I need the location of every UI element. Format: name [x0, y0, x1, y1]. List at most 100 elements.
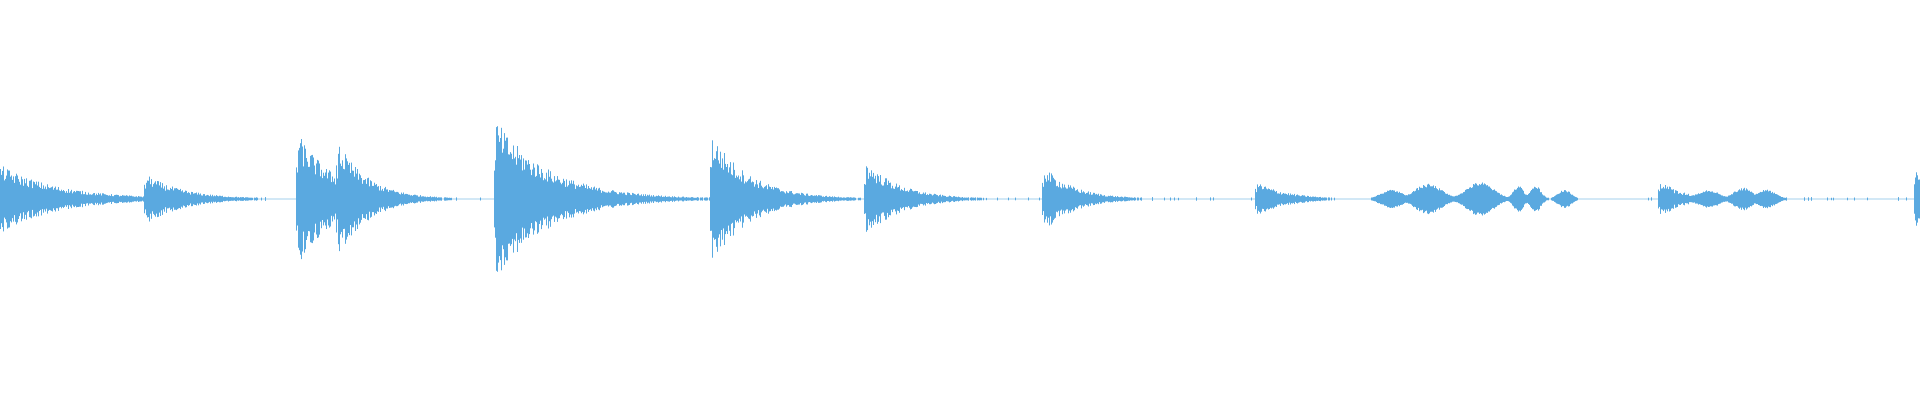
waveform-sample-bar	[1487, 185, 1488, 213]
waveform-sample-bar	[147, 180, 148, 218]
waveform-sample-bar	[799, 193, 800, 205]
waveform-sample-bar	[406, 193, 407, 205]
waveform-sample-bar	[1164, 197, 1165, 201]
waveform-sample-bar	[1133, 197, 1134, 201]
waveform-sample-bar	[559, 179, 560, 219]
waveform-sample-bar	[60, 191, 61, 207]
waveform-sample-bar	[1774, 192, 1775, 206]
waveform-sample-bar	[646, 196, 647, 202]
waveform-sample-bar	[265, 197, 266, 201]
waveform-sample-bar	[851, 197, 852, 201]
waveform-sample-bar	[599, 187, 600, 211]
waveform-sample-bar	[664, 196, 665, 202]
waveform-sample-bar	[210, 194, 211, 204]
waveform-sample-bar	[768, 184, 769, 214]
waveform-sample-bar	[1291, 194, 1292, 204]
waveform-sample-bar	[507, 137, 508, 261]
waveform-sample-bar	[243, 197, 244, 201]
waveform-sample-bar	[1456, 195, 1457, 203]
waveform-sample-bar	[98, 192, 99, 206]
waveform-sample-bar	[1091, 194, 1092, 204]
waveform-sample-bar	[130, 195, 131, 203]
waveform-sample-bar	[635, 194, 636, 204]
waveform-sample-bar	[1437, 189, 1438, 209]
waveform-sample-bar	[1847, 197, 1848, 201]
waveform-sample-bar	[1748, 190, 1749, 208]
waveform-sample-bar	[657, 196, 658, 202]
waveform-sample-bar	[653, 195, 654, 203]
waveform-sample-bar	[919, 192, 920, 206]
waveform-sample-bar	[780, 191, 781, 207]
waveform-sample-bar	[880, 175, 881, 224]
waveform-sample-bar	[1084, 192, 1085, 206]
waveform-sample-bar	[830, 196, 831, 202]
waveform-sample-bar	[779, 189, 780, 209]
waveform-sample-bar	[1378, 194, 1379, 204]
waveform-sample-bar	[813, 195, 814, 203]
waveform-sample-bar	[570, 183, 571, 215]
waveform-sample-bar	[220, 195, 221, 203]
waveform-sample-bar	[414, 194, 415, 204]
waveform-sample-bar	[224, 196, 225, 202]
waveform-sample-bar	[351, 162, 352, 236]
waveform-sample-bar	[1662, 188, 1663, 210]
waveform-sample-bar	[726, 167, 727, 232]
waveform-sample-bar	[124, 195, 125, 203]
waveform-sample-bar	[195, 193, 196, 205]
waveform-sample-bar	[57, 189, 58, 209]
waveform-sample-bar	[304, 145, 305, 253]
waveform-sample-bar	[914, 191, 915, 207]
waveform-sample-bar	[1665, 185, 1666, 213]
waveform-sample-bar	[122, 195, 123, 203]
waveform-sample-bar	[1290, 193, 1291, 205]
waveform-sample-bar	[326, 169, 327, 229]
waveform-sample-bar	[870, 176, 871, 222]
waveform-sample-bar	[1761, 192, 1762, 206]
waveform-sample-bar	[675, 197, 676, 201]
waveform-sample-bar	[1540, 192, 1541, 206]
waveform-sample-bar	[936, 194, 937, 204]
waveform-sample-bar	[504, 133, 505, 265]
waveform-sample-bar	[215, 196, 216, 202]
waveform-sample-bar	[756, 180, 757, 218]
waveform-sample-bar	[532, 169, 533, 229]
waveform-sample-bar	[255, 197, 256, 201]
waveform-sample-bar	[1727, 196, 1728, 202]
waveform-sample-bar	[767, 189, 768, 209]
waveform-sample-bar	[938, 196, 939, 202]
waveform-sample-bar	[603, 191, 604, 207]
waveform-sample-bar	[601, 192, 602, 206]
waveform-sample-bar	[1174, 197, 1175, 201]
waveform-sample-bar	[743, 175, 744, 223]
waveform-sample-bar	[1377, 195, 1378, 203]
waveform-sample-bar	[658, 195, 659, 203]
waveform-sample-bar	[33, 181, 34, 217]
waveform-sample-bar	[641, 194, 642, 204]
waveform-sample-bar	[422, 196, 423, 202]
waveform-sample-bar	[103, 193, 104, 205]
waveform-sample-bar	[1728, 195, 1729, 203]
waveform-sample-bar	[47, 184, 48, 214]
waveform-sample-bar	[233, 197, 234, 201]
waveform-sample-bar	[1331, 197, 1332, 201]
waveform-sample-bar	[752, 181, 753, 217]
waveform-sample-bar	[946, 196, 947, 202]
waveform-sample-bar	[431, 197, 432, 201]
waveform-sample-bar	[83, 194, 84, 204]
waveform-sample-bar	[1528, 193, 1529, 204]
waveform-sample-bar	[393, 189, 394, 209]
waveform-sample-bar	[1754, 194, 1755, 204]
waveform-sample-bar	[729, 167, 730, 231]
waveform-sample-bar	[1432, 186, 1433, 212]
waveform-sample-bar	[162, 183, 163, 215]
waveform-sample-bar	[859, 197, 860, 201]
waveform-sample-bar	[1268, 188, 1269, 210]
waveform-sample-bar	[549, 176, 550, 222]
waveform-sample-bar	[172, 186, 173, 212]
waveform-sample-bar	[823, 196, 824, 202]
waveform-sample-bar	[1768, 191, 1769, 207]
waveform-sample-bar	[643, 194, 644, 204]
waveform-sample-bar	[188, 192, 189, 206]
waveform-sample-bar	[412, 195, 413, 203]
